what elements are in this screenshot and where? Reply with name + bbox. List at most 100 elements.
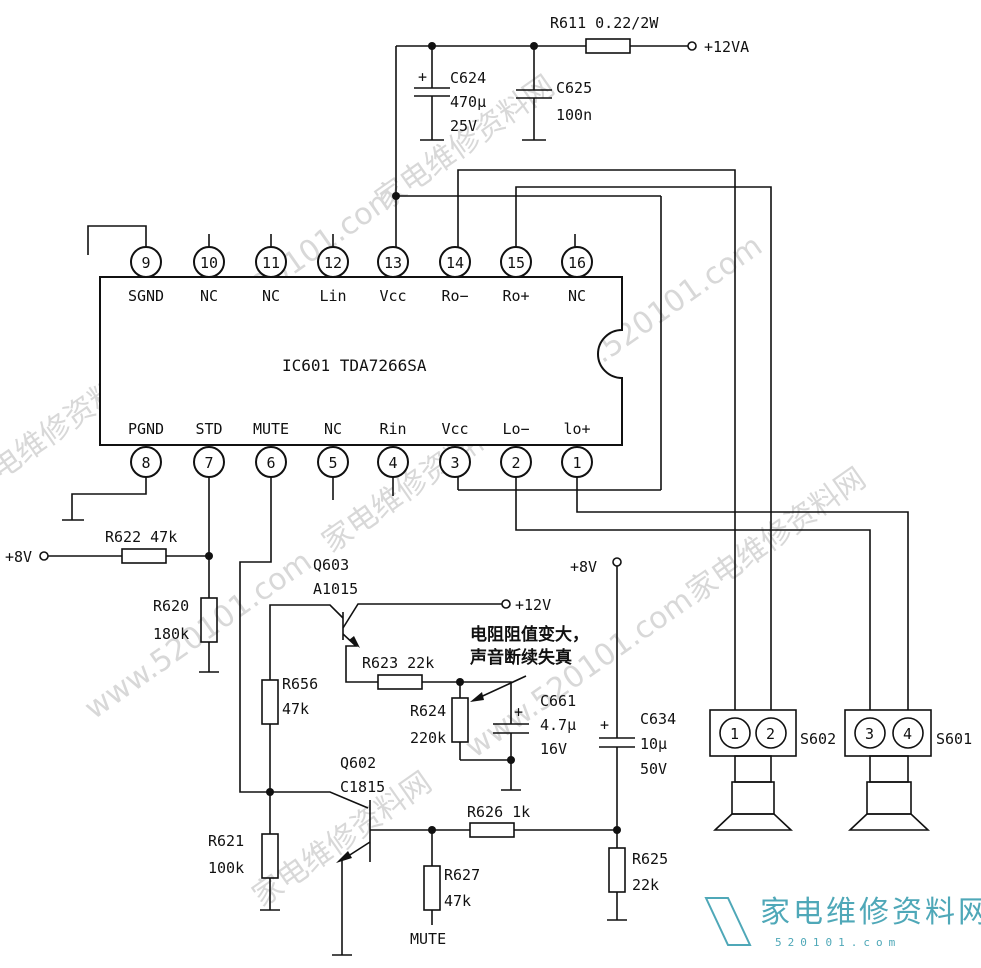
q602-type: C1815 bbox=[340, 778, 385, 796]
speaker-pin bbox=[854, 717, 886, 749]
svg-text:1: 1 bbox=[730, 725, 739, 743]
pin-label: Lo− bbox=[502, 420, 529, 438]
svg-text:3: 3 bbox=[865, 725, 874, 743]
c634-value1: 10μ bbox=[640, 735, 667, 753]
pin-number: 11 bbox=[262, 254, 280, 272]
resistor-r623 bbox=[377, 674, 423, 690]
ic-pin-2: 2 Lo− bbox=[500, 420, 532, 478]
c661-value1: 4.7μ bbox=[540, 716, 576, 734]
s602-label: S602 bbox=[800, 730, 836, 748]
r656-value: 47k bbox=[282, 700, 309, 718]
pin-number: 13 bbox=[384, 254, 402, 272]
r620-label: R620 bbox=[153, 597, 189, 615]
r625-value: 22k bbox=[632, 876, 659, 894]
ic-pin-7: 7 STD bbox=[193, 420, 225, 478]
speaker-pin bbox=[892, 717, 924, 749]
pin-label: Vcc bbox=[441, 420, 468, 438]
power-supply-section: R611 0.22/2W +12VA + C624 470μ 25V C625 … bbox=[392, 14, 749, 491]
q603-label: Q603 bbox=[313, 556, 349, 574]
terminal-12va bbox=[687, 41, 697, 51]
r626-label: R626 1k bbox=[467, 803, 530, 821]
pin-number: 12 bbox=[324, 254, 342, 272]
pin-number: 4 bbox=[388, 454, 397, 472]
pin-number: 16 bbox=[568, 254, 586, 272]
pin-label: Vcc bbox=[379, 287, 406, 305]
watermark-text: 家电维修资料网 bbox=[680, 461, 872, 610]
c624-value2: 25V bbox=[450, 117, 477, 135]
speaker-s602: 1 2 S602 bbox=[709, 709, 836, 831]
r625-label: R625 bbox=[632, 850, 668, 868]
svg-text:+: + bbox=[418, 68, 427, 86]
pin-label: Lin bbox=[319, 287, 346, 305]
ic-pin-3: 3 Vcc bbox=[439, 420, 471, 478]
r620-value: 180k bbox=[153, 625, 189, 643]
c661-value2: 16V bbox=[540, 740, 567, 758]
r623-label: R623 22k bbox=[362, 654, 434, 672]
annotation-line1: 电阻阻值变大， bbox=[470, 624, 589, 645]
resistor-r622 bbox=[121, 548, 167, 564]
resistor-r627 bbox=[423, 865, 441, 911]
mute-network: Q603 A1015 +12V R623 22k R624 220k + C66… bbox=[208, 477, 676, 956]
ic-pin-6: 6 MUTE bbox=[253, 420, 289, 478]
transistor-q602 bbox=[270, 791, 369, 809]
r621-value: 100k bbox=[208, 859, 244, 877]
pin-number: 15 bbox=[507, 254, 525, 272]
pin-number: 5 bbox=[328, 454, 337, 472]
c625-label: C625 bbox=[556, 79, 592, 97]
r656-label: R656 bbox=[282, 675, 318, 693]
v8-right-label: +8V bbox=[570, 558, 597, 576]
pin-label: Ro− bbox=[441, 287, 468, 305]
r627-label: R627 bbox=[444, 866, 480, 884]
pin-label: lo+ bbox=[563, 420, 590, 438]
r627-value: 47k bbox=[444, 892, 471, 910]
pin-label: SGND bbox=[128, 287, 164, 305]
c625-value: 100n bbox=[556, 106, 592, 124]
annotation-line2: 声音断续失真 bbox=[469, 647, 572, 668]
svg-text:+: + bbox=[514, 703, 523, 721]
vcc12va-label: +12VA bbox=[704, 38, 749, 56]
ic-pin-5: 5 NC bbox=[317, 420, 349, 478]
r611-label: R611 0.22/2W bbox=[550, 14, 659, 32]
c624-value1: 470μ bbox=[450, 93, 486, 111]
pin-label: NC bbox=[324, 420, 342, 438]
s601-label: S601 bbox=[936, 730, 972, 748]
r621-label: R621 bbox=[208, 832, 244, 850]
pin-label: STD bbox=[195, 420, 222, 438]
std-network: +8V R622 47k R620 180k bbox=[5, 477, 219, 673]
r622-label: R622 47k bbox=[105, 528, 177, 546]
logo-cn: 家电维修资料网 bbox=[760, 895, 981, 930]
r624-value: 220k bbox=[410, 729, 446, 747]
pin-label: Rin bbox=[379, 420, 406, 438]
ic601: IC601 TDA7266SA bbox=[99, 276, 623, 446]
c661-label: C661 bbox=[540, 692, 576, 710]
pin-label: MUTE bbox=[253, 420, 289, 438]
pin-number: 6 bbox=[266, 454, 275, 472]
pin-label: PGND bbox=[128, 420, 164, 438]
pin-label: NC bbox=[200, 287, 218, 305]
svg-text:+: + bbox=[600, 716, 609, 734]
svg-text:4: 4 bbox=[903, 725, 912, 743]
c634-label: C634 bbox=[640, 710, 676, 728]
pin-number: 3 bbox=[450, 454, 459, 472]
logo-icon bbox=[704, 897, 752, 946]
pin-number: 7 bbox=[204, 454, 213, 472]
pin-number: 14 bbox=[446, 254, 464, 272]
pin-label: NC bbox=[568, 287, 586, 305]
resistor-r611 bbox=[585, 38, 631, 54]
pin-number: 10 bbox=[200, 254, 218, 272]
pin-number: 2 bbox=[511, 454, 520, 472]
logo-num: 520101.com bbox=[775, 936, 901, 949]
pin-label: NC bbox=[262, 287, 280, 305]
q603-type: A1015 bbox=[313, 580, 358, 598]
